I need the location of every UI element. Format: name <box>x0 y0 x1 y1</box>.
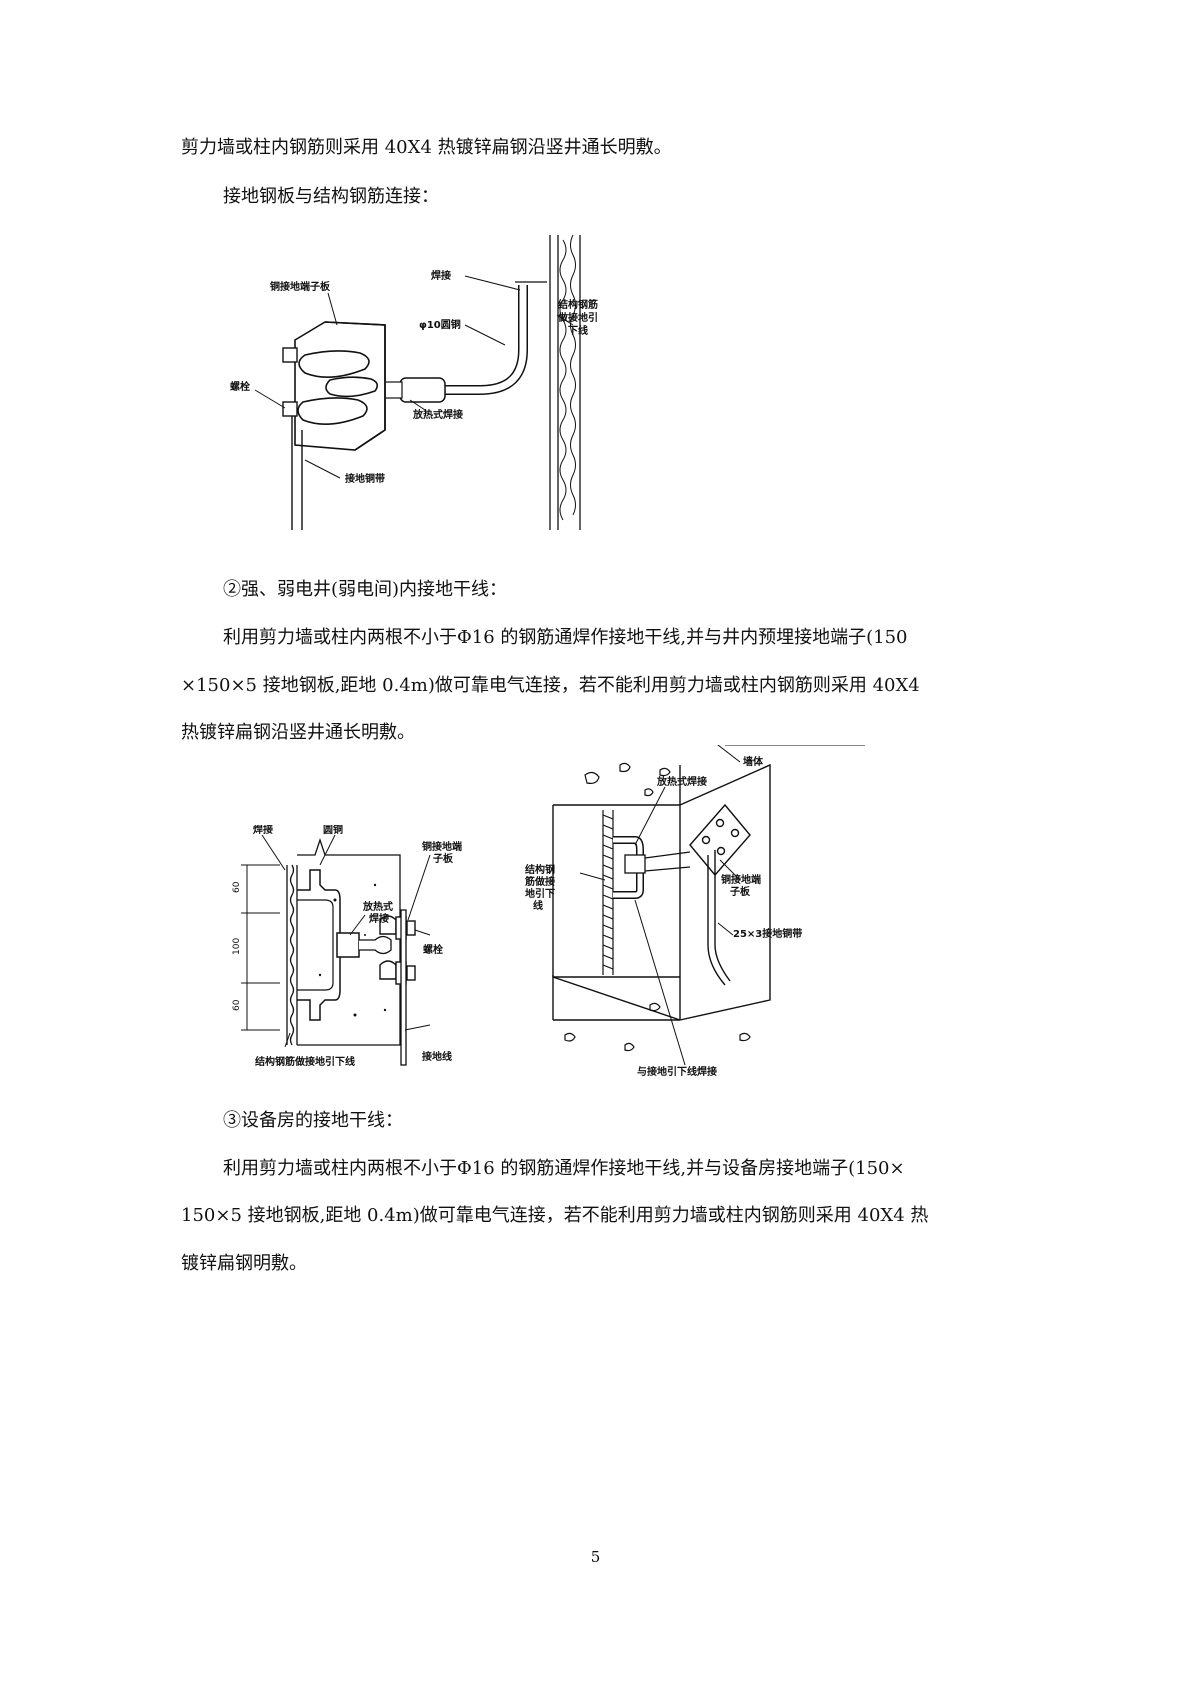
exothermic-weld <box>336 932 360 958</box>
rebar-vertical <box>286 864 298 1046</box>
label-strap: 25×3接地铜带 <box>733 927 802 940</box>
label-weld: 焊接 <box>431 269 451 282</box>
dim-mid: 100 <box>232 938 242 955</box>
label-copper-plate: 铜接地端子板 <box>270 280 331 293</box>
label-plate-1: 铜接地端 <box>721 873 761 886</box>
label-bolt: 螺栓 <box>230 380 250 393</box>
label-rebar-3: 下线 <box>568 324 588 337</box>
label-ground-wire: 接地线 <box>422 1050 452 1063</box>
copper-grounding-plate <box>689 803 751 877</box>
paragraph-5: ③设备房的接地干线： <box>223 1110 403 1131</box>
label-rebar-2: 筋做接 <box>525 875 555 888</box>
paragraph-4a: 利用剪力墙或柱内两根不小于Φ16 的钢筋通焊作接地干线,并与井内预埋接地端子(1… <box>223 627 908 648</box>
figure-perspective-view: 墙体 放热式焊接 结构钢 筋做接 地引下 线 铜接地端 子板 25×3接地铜带 … <box>525 745 865 1078</box>
round-copper-rod <box>297 869 350 1021</box>
label-rebar-downconductor: 结构钢筋做接地引下线 <box>255 1055 355 1068</box>
label-exothermic: 放热式焊接 <box>412 408 463 421</box>
label-exo-2: 焊接 <box>369 912 389 925</box>
copper-grounding-plate <box>294 321 386 451</box>
label-plate-2: 子板 <box>730 885 751 898</box>
grounding-strip <box>400 909 407 1066</box>
rebar-vertical <box>602 810 614 975</box>
paragraph-6c: 镀锌扁钢明敷。 <box>181 1253 307 1274</box>
paragraph-6b: 150×5 接地钢板,距地 0.4m)做可靠电气连接，若不能利用剪力墙或柱内钢筋… <box>181 1205 929 1226</box>
label-exo-1: 放热式 <box>362 900 393 913</box>
copper-strap <box>707 850 731 986</box>
rebar-column <box>549 234 581 530</box>
bolts <box>282 347 298 417</box>
figure-plate-to-rebar: 铜接地端子板 焊接 φ10圆铜 结构钢筋 做接地引 下线 螺栓 放热式焊接 接地… <box>230 234 598 530</box>
dim-top: 60 <box>232 881 242 893</box>
label-exothermic: 放热式焊接 <box>656 775 707 788</box>
label-round-copper: 圆铜 <box>323 825 343 836</box>
label-weld-downconductor: 与接地引下线焊接 <box>637 1065 717 1078</box>
paragraph-2: 接地钢板与结构钢筋连接： <box>223 186 439 207</box>
label-plate-2: 子板 <box>433 852 454 865</box>
label-wall: 墙体 <box>743 755 764 768</box>
paragraph-6a: 利用剪力墙或柱内两根不小于Φ16 的钢筋通焊作接地干线,并与设备房接地端子(15… <box>223 1158 905 1179</box>
label-plate-1: 铜接地端 <box>422 840 462 853</box>
paragraph-4c: 热镀锌扁钢沿竖井通长明敷。 <box>181 722 415 743</box>
label-rebar-4: 线 <box>533 899 543 912</box>
label-rebar-3: 地引下 <box>525 887 555 900</box>
paragraph-3: ②强、弱电井(弱电间)内接地干线： <box>223 579 508 600</box>
wall-box <box>552 763 771 1021</box>
label-weld: 焊接 <box>253 825 273 836</box>
exothermic-weld-sleeve <box>399 377 446 403</box>
label-round-copper: φ10圆铜 <box>419 318 461 331</box>
dim-bot: 60 <box>232 999 242 1011</box>
label-rebar-2: 做接地引 <box>557 311 598 324</box>
round-copper-rod <box>435 285 528 395</box>
label-rebar-1: 结构钢 <box>525 863 555 876</box>
paragraph-4b: ×150×5 接地钢板,距地 0.4m)做可靠电气连接，若不能利用剪力墙或柱内钢… <box>181 675 920 696</box>
paragraph-1: 剪力墙或柱内钢筋则采用 40X4 热镀锌扁钢沿竖井通长明敷。 <box>181 137 672 158</box>
label-bolt: 螺栓 <box>423 943 443 956</box>
page-number: 5 <box>590 1548 601 1566</box>
label-strap: 接地铜带 <box>345 472 385 485</box>
copper-strap <box>291 416 303 530</box>
label-rebar-1: 结构钢筋 <box>558 298 598 311</box>
figure-section-view: 60 100 60 焊接 圆铜 铜接地端 子板 放热式 <box>232 825 462 1068</box>
